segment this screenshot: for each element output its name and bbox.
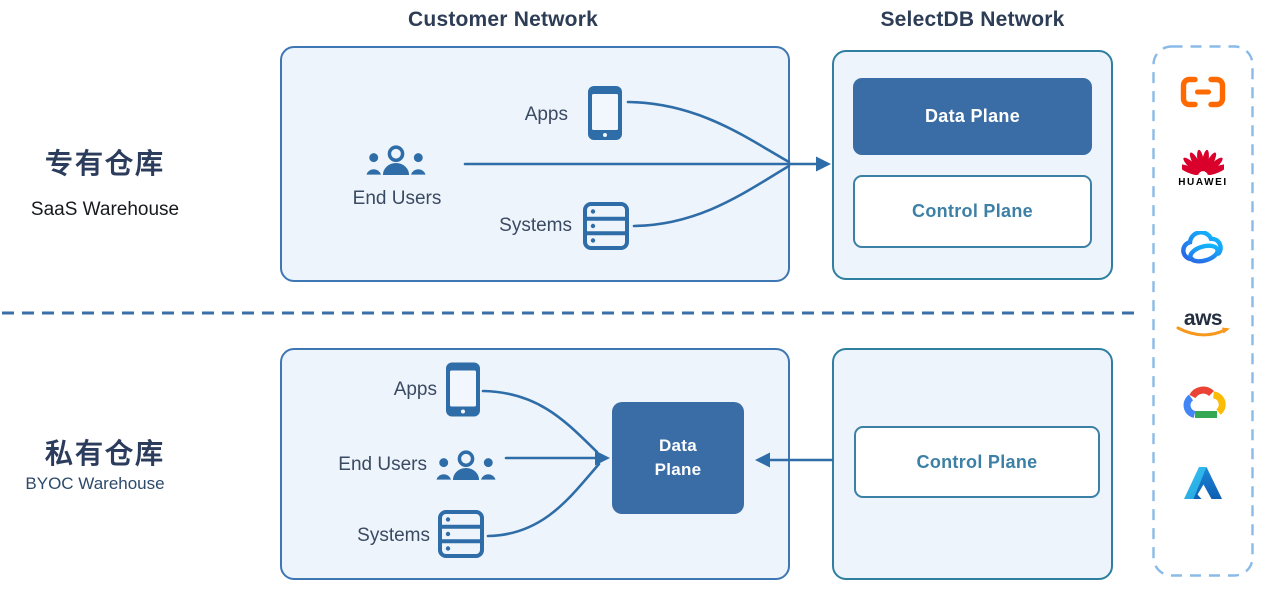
- saas-data-plane-node: Data Plane: [853, 78, 1092, 155]
- huawei-cloud-logo: HUAWEI: [1152, 149, 1254, 188]
- huawei-wordmark: HUAWEI: [1178, 177, 1228, 188]
- byoc-row-title-zh: 私有仓库: [44, 438, 165, 469]
- selectdb-network-title: SelectDB Network: [880, 8, 1065, 31]
- saas-systems-label: Systems: [499, 215, 572, 236]
- byoc-end-users-label: End Users: [338, 454, 427, 475]
- mobile-app-icon: [446, 362, 480, 422]
- end-users-icon: [435, 449, 497, 488]
- saas-data-plane-label: Data Plane: [924, 106, 1021, 126]
- saas-end-users-label: End Users: [352, 188, 442, 209]
- byoc-systems-label: Systems: [357, 525, 430, 546]
- byoc-row-title-en: BYOC Warehouse: [25, 474, 165, 493]
- systems-server-icon: [438, 510, 484, 563]
- saas-row-title-zh: 专有仓库: [44, 148, 165, 179]
- systems-server-icon: [583, 202, 629, 255]
- mobile-app-icon: [588, 86, 622, 145]
- saas-customer-network-box: [280, 46, 790, 282]
- byoc-control-plane-label: Control Plane: [916, 451, 1038, 472]
- saas-row-title-en: SaaS Warehouse: [30, 199, 180, 220]
- tencent-cloud-logo: [1152, 231, 1254, 265]
- cloud-providers-panel: HUAWEI aws: [1152, 45, 1254, 577]
- customer-network-title: Customer Network: [408, 8, 598, 31]
- byoc-apps-label: Apps: [393, 379, 437, 400]
- end-users-icon: [365, 144, 427, 183]
- alibaba-cloud-logo: [1152, 76, 1254, 108]
- google-cloud-logo: [1152, 386, 1254, 422]
- aws-wordmark: aws: [1183, 307, 1223, 330]
- saas-apps-label: Apps: [524, 104, 568, 125]
- byoc-data-plane-label: Data Plane: [654, 436, 702, 479]
- azure-logo: [1152, 467, 1254, 499]
- saas-control-plane-label: Control Plane: [912, 201, 1033, 221]
- byoc-data-plane-node: Data Plane: [612, 402, 744, 514]
- byoc-control-plane-node: Control Plane: [854, 426, 1100, 498]
- saas-control-plane-node: Control Plane: [853, 175, 1092, 248]
- aws-logo: aws: [1152, 307, 1254, 339]
